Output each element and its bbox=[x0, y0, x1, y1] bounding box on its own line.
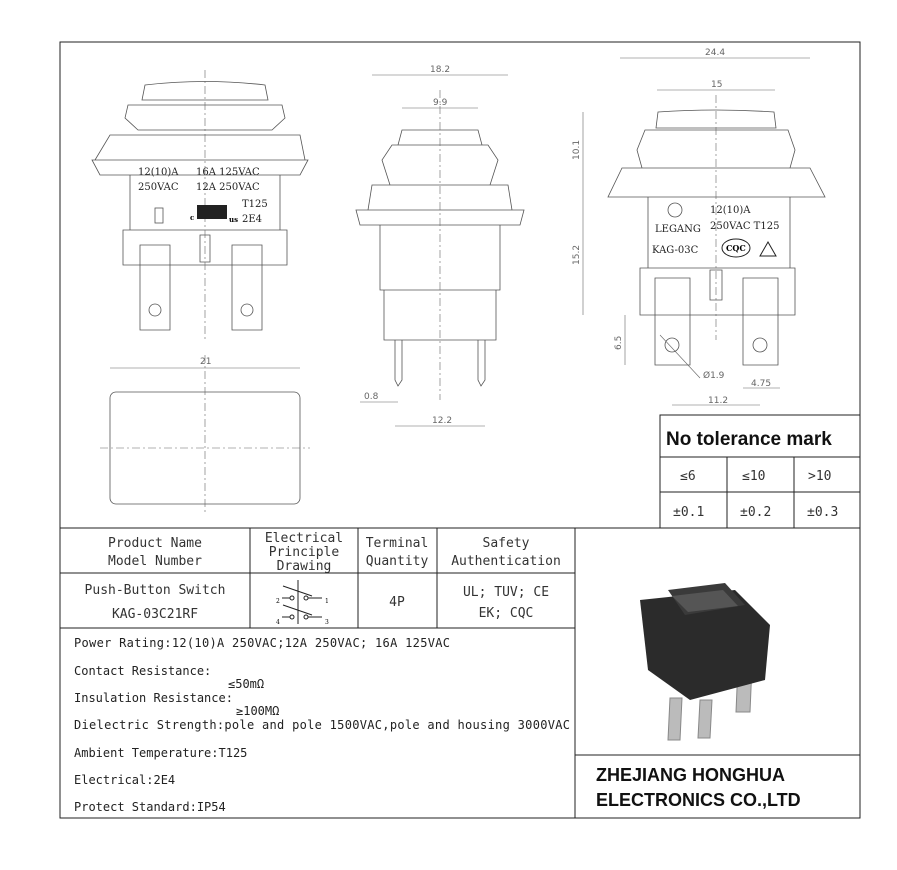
rating-text: 250VAC bbox=[138, 182, 179, 193]
side-view: 18.2 9.9 0.8 12.2 bbox=[355, 65, 525, 427]
ce-mark-icon bbox=[154, 207, 164, 224]
dim-label: 11.2 bbox=[708, 396, 728, 406]
dim-label: 12.2 bbox=[432, 416, 452, 426]
company-name-line2: ELECTRONICS CO.,LTD bbox=[596, 790, 801, 810]
spec-electrical-life: Electrical:2E4 bbox=[74, 773, 175, 787]
safety-certs: EK; CQC bbox=[479, 606, 534, 621]
terminal-quantity: 4P bbox=[389, 595, 405, 610]
header-drawing: Principle bbox=[269, 545, 340, 560]
tolerance-table: No tolerance mark ≤6 ≤10 >10 ±0.1 ±0.2 ±… bbox=[659, 414, 861, 529]
tolerance-range: >10 bbox=[808, 469, 831, 484]
tolerance-value: ±0.3 bbox=[807, 505, 838, 520]
header-model-number: Model Number bbox=[108, 554, 202, 569]
cqc-logo-icon bbox=[721, 238, 751, 258]
product-photo bbox=[640, 583, 770, 741]
spec-ambient-temperature: Ambient Temperature:T125 bbox=[74, 746, 247, 760]
spec-table: Product Name Model Number Electrical Pri… bbox=[60, 527, 860, 818]
rating-text: 12(10)A bbox=[710, 205, 751, 216]
dim-label: 15.2 bbox=[572, 245, 582, 265]
tolerance-title: No tolerance mark bbox=[666, 429, 832, 450]
spec-contact-value: ≤50mΩ bbox=[228, 677, 264, 691]
temp-text: T125 bbox=[242, 199, 268, 210]
tolerance-value: ±0.2 bbox=[740, 505, 771, 520]
dim-label: Ø1.9 bbox=[703, 370, 725, 381]
circuit-diagram-icon: 2 1 4 3 bbox=[276, 580, 329, 626]
warning-triangle-icon bbox=[759, 240, 777, 257]
ul-logo: us bbox=[229, 215, 238, 224]
header-terminal: Terminal bbox=[366, 536, 429, 551]
brand-text: LEGANG bbox=[655, 224, 701, 235]
dim-label: 4.75 bbox=[751, 379, 771, 389]
spec-insulation-value: ≥100MΩ bbox=[236, 704, 279, 718]
safety-certs: UL; TUV; CE bbox=[463, 585, 549, 600]
company-name-line1: ZHEJIANG HONGHUA bbox=[596, 765, 785, 785]
pin-label: 3 bbox=[325, 619, 329, 626]
spec-dielectric-strength: Dielectric Strength:pole and pole 1500VA… bbox=[74, 718, 570, 732]
header-drawing: Electrical bbox=[265, 531, 343, 546]
ul-mark-icon bbox=[197, 205, 227, 219]
bottom-view: 21 bbox=[100, 355, 310, 515]
header-safety: Authentication bbox=[451, 554, 561, 569]
model-number: KAG-03C21RF bbox=[112, 607, 198, 622]
spec-insulation-resistance: Insulation Resistance: bbox=[74, 691, 233, 705]
pin-label: 2 bbox=[276, 598, 280, 605]
dim-label: 10.1 bbox=[572, 140, 582, 160]
spec-contact-resistance: Contact Resistance: bbox=[74, 664, 211, 678]
header-drawing: Drawing bbox=[277, 559, 332, 574]
dim-label: 18.2 bbox=[430, 65, 450, 75]
dim-label: 21 bbox=[200, 357, 211, 367]
rating-text: 12A 250VAC bbox=[196, 182, 260, 193]
dim-label: 15 bbox=[711, 80, 722, 90]
tolerance-range: ≤6 bbox=[680, 469, 696, 484]
front-view: 12(10)A 250VAC 16A 125VAC 12A 250VAC T12… bbox=[91, 70, 309, 340]
rating-text: 12(10)A bbox=[138, 167, 179, 178]
rating-text: 16A 125VAC bbox=[196, 167, 260, 178]
spec-protect-standard: Protect Standard:IP54 bbox=[74, 800, 226, 814]
tolerance-range: ≤10 bbox=[742, 469, 765, 484]
pin-label: 1 bbox=[325, 598, 329, 605]
header-product-name: Product Name bbox=[108, 536, 202, 551]
product-name: Push-Button Switch bbox=[85, 583, 226, 598]
ul-logo: c bbox=[190, 213, 194, 222]
life-text: 2E4 bbox=[242, 214, 262, 225]
pin-label: 4 bbox=[276, 619, 280, 626]
rating-text: 250VAC T125 bbox=[710, 221, 779, 232]
dim-label: 24.4 bbox=[705, 48, 725, 58]
right-view: 24.4 15 10.1 15.2 12(10)A 250VAC T125 LE… bbox=[572, 48, 826, 406]
legang-logo-icon bbox=[667, 202, 683, 218]
dim-label: 6.5 bbox=[614, 336, 624, 350]
cqc-text: CQC bbox=[726, 243, 746, 253]
header-terminal: Quantity bbox=[366, 554, 429, 569]
tolerance-value: ±0.1 bbox=[673, 505, 704, 520]
dim-label: 0.8 bbox=[364, 392, 379, 402]
model-text: KAG-03C bbox=[652, 245, 699, 256]
spec-power-rating: Power Rating:12(10)A 250VAC;12A 250VAC; … bbox=[74, 636, 450, 650]
header-safety: Safety bbox=[483, 536, 530, 551]
